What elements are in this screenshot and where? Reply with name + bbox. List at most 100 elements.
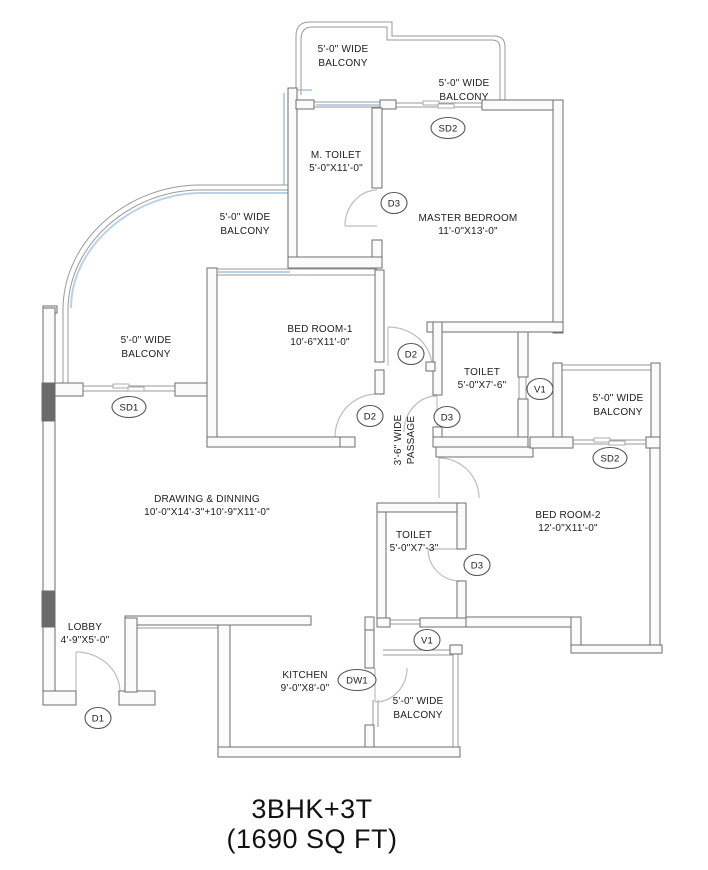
door-swing-arc — [75, 651, 121, 693]
opening-tag-label: D3 — [388, 199, 401, 210]
wall — [552, 362, 563, 438]
thin-outline — [295, 21, 506, 101]
wall — [426, 321, 564, 333]
thin-outline — [300, 26, 501, 101]
room-label: KITCHEN — [282, 670, 327, 681]
door-swing-arc — [344, 189, 378, 227]
opening-tag-ellipse — [337, 668, 377, 692]
door-swing-arc — [374, 667, 408, 703]
balcony-label: BALCONY — [220, 226, 269, 237]
balcony-label: BALCONY — [318, 58, 367, 69]
balcony-label: BALCONY — [393, 710, 442, 721]
room-label: TOILET — [396, 530, 432, 541]
opening-tag-label: V1 — [421, 636, 433, 647]
room-label: M. TOILET — [311, 150, 361, 161]
door-swing-arc — [438, 457, 480, 499]
opening-tag-ellipse — [397, 342, 425, 366]
plan-title-line1: 3BHK+3T — [251, 794, 373, 824]
wall — [287, 256, 383, 269]
wall — [465, 616, 579, 628]
balcony-label: 5'-0" WIDE — [121, 335, 172, 346]
opening-tag-label: SD2 — [438, 124, 457, 135]
wall — [379, 99, 397, 110]
opening-tag-ellipse — [84, 706, 112, 730]
wall — [529, 436, 574, 449]
wall — [650, 362, 661, 438]
wall — [42, 420, 56, 592]
wall — [376, 502, 387, 628]
door-swing-arc — [334, 393, 378, 438]
wall — [481, 99, 564, 111]
opening-tag-ellipse — [463, 553, 491, 577]
balcony-label: 5'-0" WIDE — [220, 212, 271, 223]
wall — [374, 369, 385, 395]
room-dims: 12'-0"X11'-0" — [538, 523, 598, 534]
balcony-label: 5'-0" WIDE — [318, 44, 369, 55]
wall — [517, 398, 529, 438]
opening-tag-label: D3 — [441, 413, 454, 424]
wall — [432, 321, 443, 396]
wall — [174, 382, 208, 397]
opening-tag-ellipse — [111, 395, 147, 419]
wall — [517, 331, 529, 378]
opening-tag-label: SD1 — [119, 403, 138, 414]
opening-tag-label: D2 — [364, 412, 377, 423]
wall — [206, 267, 218, 448]
balcony-label: BALCONY — [593, 407, 642, 418]
passage-label: PASSAGE — [406, 416, 417, 465]
door-swing-arc — [387, 326, 433, 368]
room-dims: 10'-6"X11'-0" — [290, 337, 350, 348]
wall — [371, 239, 383, 258]
wall — [118, 690, 156, 706]
balcony-label: 5'-0" WIDE — [393, 696, 444, 707]
opening-tag-ellipse — [413, 628, 441, 652]
wall — [449, 644, 463, 655]
wall — [287, 87, 298, 269]
opening-tag-label: D3 — [471, 561, 484, 572]
opening-tag-ellipse — [430, 116, 466, 140]
room-dims: 11'-0"X13'-0" — [438, 226, 498, 237]
wall — [364, 629, 375, 669]
slider-tick — [422, 100, 440, 106]
wall — [570, 644, 663, 654]
thin-outline — [62, 184, 288, 384]
wall — [425, 361, 436, 372]
slider-tick — [593, 437, 611, 443]
opening-tag-ellipse — [356, 404, 384, 428]
thin-outline — [383, 654, 454, 747]
thin-outline — [67, 189, 288, 384]
room-label: BED ROOM-1 — [287, 324, 353, 335]
wall — [42, 690, 77, 706]
wall — [364, 616, 375, 631]
room-dims: 5'-0"X11'-0" — [309, 163, 363, 174]
balcony-label: BALCONY — [439, 92, 488, 103]
opening-tag-label: D2 — [405, 350, 418, 361]
room-dims: 9'-0"X8'-0" — [281, 683, 330, 694]
room-label: DRAWING & DINNING — [154, 494, 260, 505]
wall — [432, 436, 529, 448]
room-dims: 4'-9"X5'-0" — [61, 635, 110, 646]
opening-tag-ellipse — [592, 446, 628, 470]
wall — [42, 626, 56, 693]
plan-title: 3BHK+3T (1690 SQ FT) — [0, 794, 624, 854]
column — [41, 382, 56, 422]
wall — [645, 436, 661, 449]
slider-tick — [608, 440, 626, 446]
wall — [371, 107, 383, 189]
balcony-label: 5'-0" WIDE — [593, 393, 644, 404]
wall — [552, 99, 564, 334]
plan-title-line2: (1690 SQ FT) — [226, 824, 398, 854]
wall — [54, 382, 84, 397]
column — [41, 590, 56, 628]
wall — [435, 446, 534, 458]
opening-tag-label: DW1 — [346, 676, 368, 687]
wall — [649, 447, 661, 654]
wall — [217, 624, 231, 749]
wall — [124, 615, 312, 626]
room-label: TOILET — [464, 367, 500, 378]
opening-tag-label: V1 — [534, 385, 546, 396]
door-swing-arc — [403, 395, 438, 433]
wall — [124, 617, 138, 693]
wall — [206, 436, 341, 448]
